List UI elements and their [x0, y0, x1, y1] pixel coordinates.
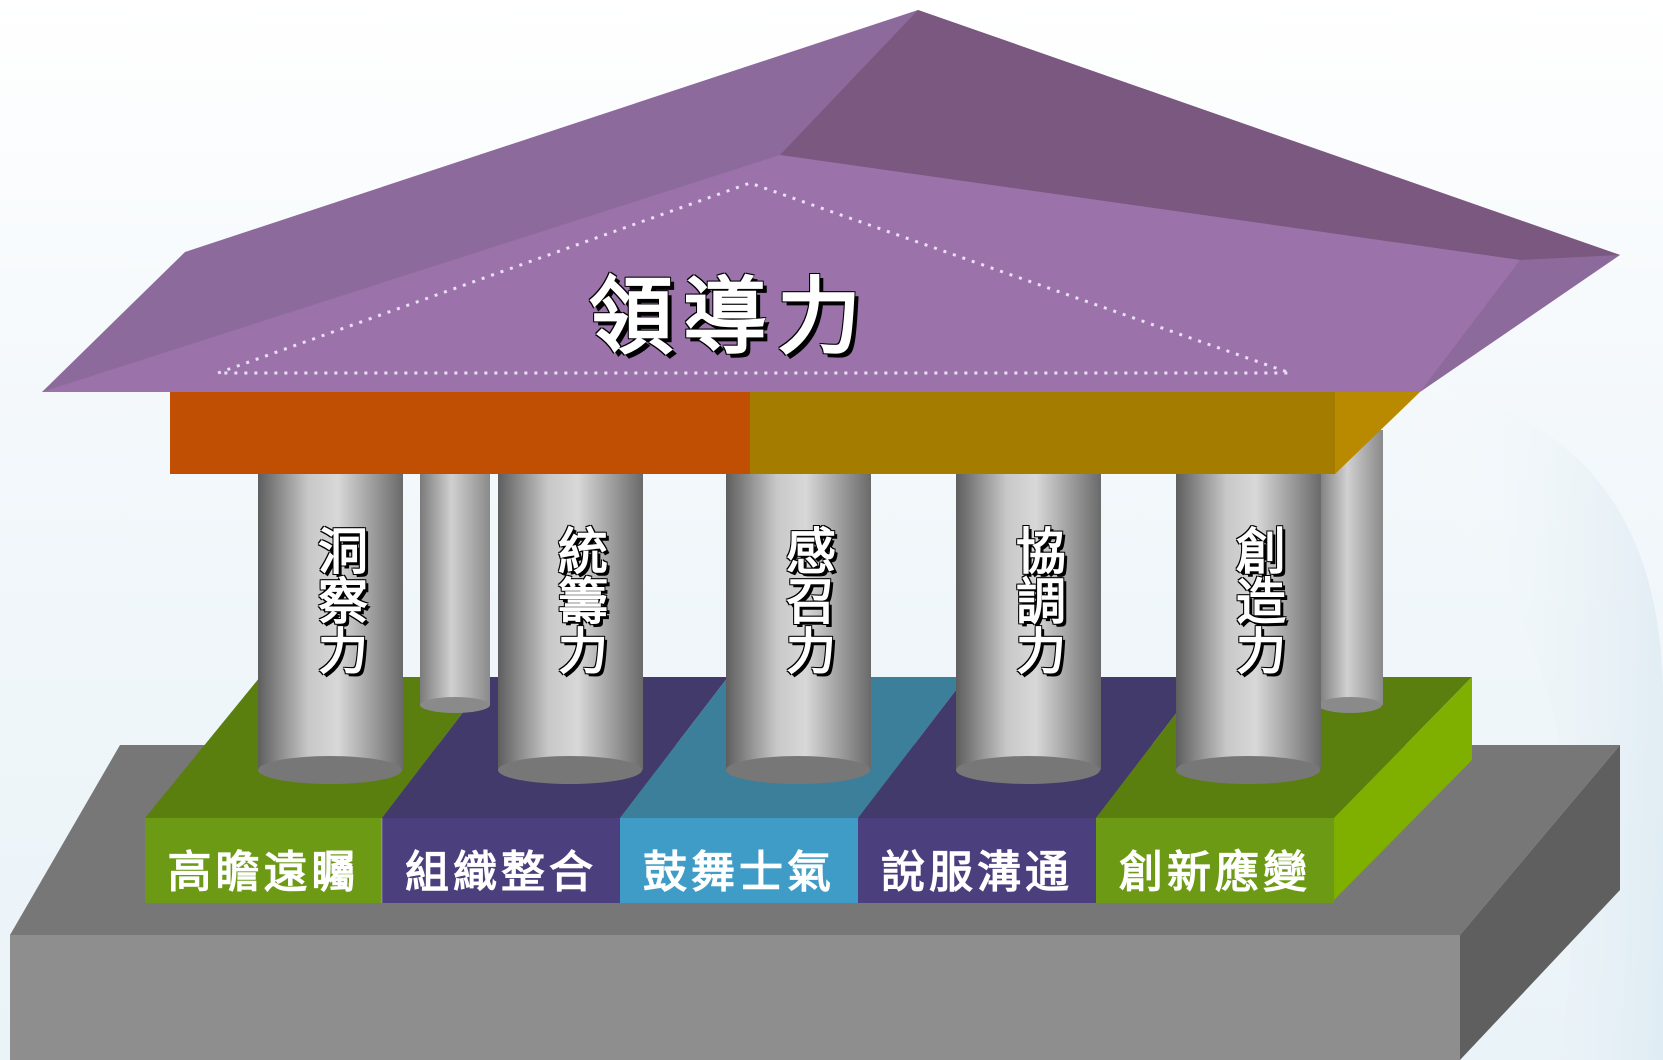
platform-side: [1460, 745, 1620, 1060]
pediment-dotted-outline: [217, 181, 1291, 375]
beam-right: [750, 392, 1335, 474]
column-4: [956, 470, 1101, 784]
base-label-5: 創新應變: [1119, 847, 1311, 898]
base-front-5: [1096, 818, 1334, 903]
roof-right-shadow: [780, 10, 1620, 260]
pillar-label-3: 感召力: [778, 525, 837, 675]
base-front-3: [620, 818, 858, 903]
column-5: [1176, 470, 1321, 784]
back-column-right: [1318, 430, 1383, 705]
platform-front: [10, 935, 1460, 1060]
back-column-left-bottom: [420, 697, 490, 713]
column-2: [498, 470, 643, 784]
roof-pediment: [42, 155, 1520, 392]
roof-title: 領導力: [588, 267, 871, 366]
base-front-4: [858, 818, 1096, 903]
base-label-1: 高瞻遠矚: [167, 847, 360, 898]
column-1: [258, 470, 403, 784]
pillar-label-5: 創造力: [1228, 525, 1287, 675]
base-label-4: 說服溝通: [881, 847, 1073, 898]
pillar-label-4: 協調力: [1008, 525, 1067, 675]
pillar-label-2: 統籌力: [550, 525, 609, 675]
back-column-right-bottom: [1318, 697, 1382, 713]
base-front-1: [145, 818, 382, 903]
back-column-left: [420, 470, 490, 705]
pillar-label-1: 洞察力: [310, 525, 369, 675]
column-3: [726, 470, 871, 784]
beam-left: [170, 392, 750, 474]
beam-side: [1335, 392, 1420, 474]
base-label-3: 鼓舞士氣: [643, 847, 835, 898]
base-front-2: [382, 818, 620, 903]
base-label-2: 組織整合: [405, 847, 597, 898]
base-side: [1334, 677, 1472, 900]
